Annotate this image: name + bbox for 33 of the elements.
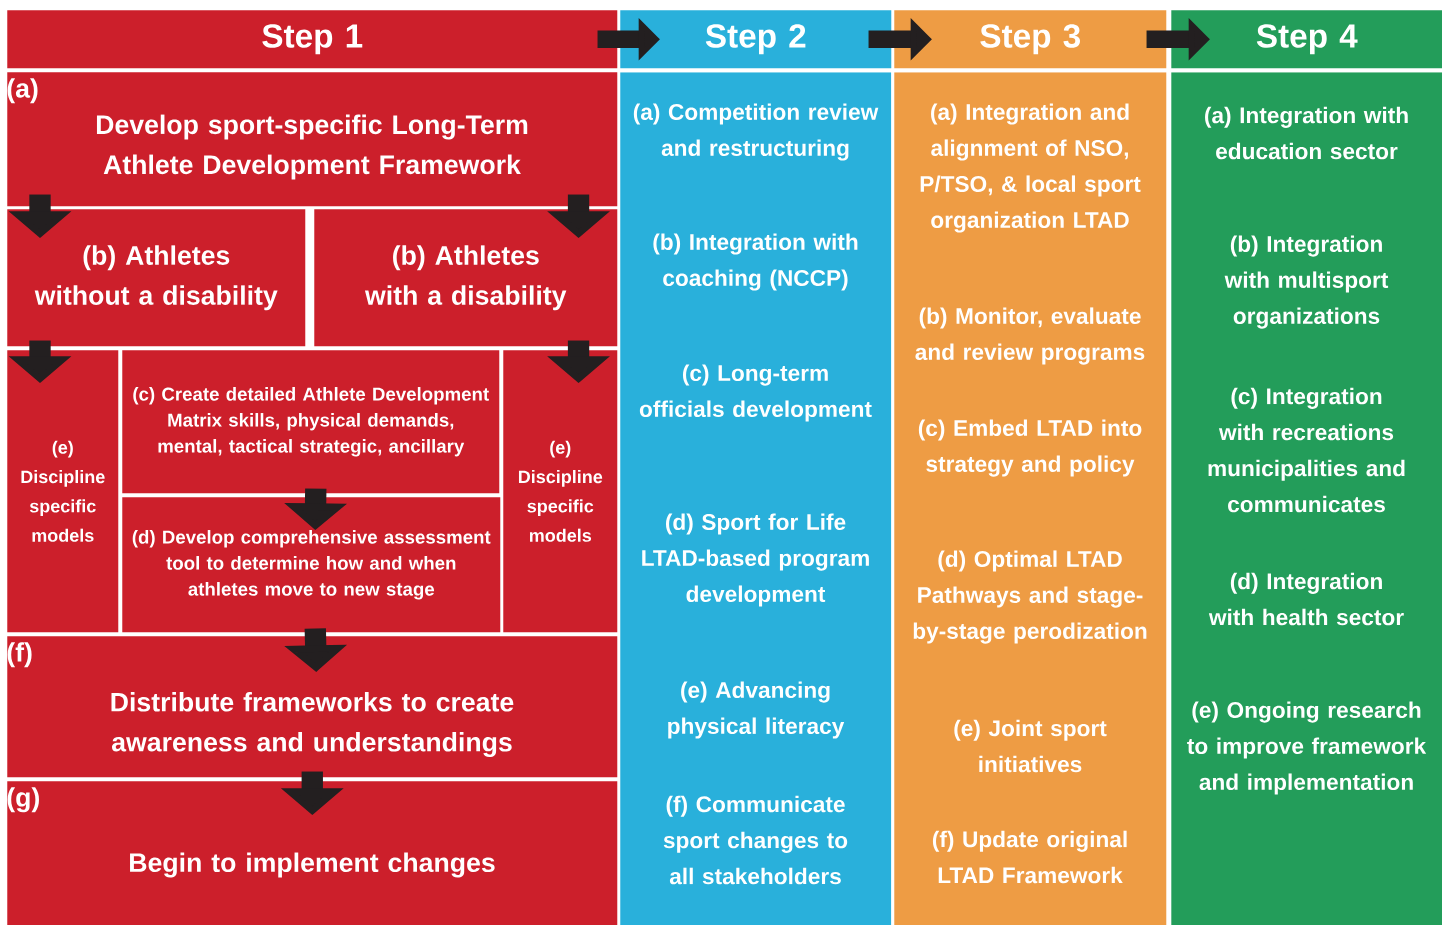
step-item: (c) Integration with recreations municipalities and communicates (1208, 387, 1405, 513)
process-box: (e) Discipline specific models (503, 350, 618, 633)
step-item: (e) Joint sport initiatives (954, 719, 1107, 773)
step-header: Step 4 (1171, 10, 1442, 69)
step-panel (620, 72, 892, 925)
step-item: (b) Monitor, evaluate and review programs (915, 307, 1145, 365)
step-item: (e) Advancing physical literacy (668, 681, 845, 739)
step-panel (1171, 72, 1442, 925)
step-item: (d) Optimal LTAD Pathways and stage-by-stage perodization (913, 550, 1147, 644)
step-header: Step 1 (7, 10, 618, 69)
process-box: (a) Develop sport-specific Long-Term Athlete Development Framework (7, 72, 618, 207)
step-item: (d) Integration with health sector (1208, 572, 1404, 626)
step-item: (a) Competition review and restructuring (633, 103, 879, 161)
process-box: (f) Distribute frameworks to create awareness and understandings (7, 636, 618, 778)
step-item: (b) Integration with multisport organizations (1224, 235, 1389, 329)
step-header: Step 3 (894, 10, 1167, 69)
process-box: (g) Begin to implement changes (7, 781, 618, 925)
step-panel (894, 72, 1167, 925)
step-item: (a) Integration with education sector (1205, 106, 1408, 160)
step-item: (c) Embed LTAD into strategy and policy (918, 419, 1142, 477)
step-item: (f) Update original LTAD Framework (932, 830, 1127, 884)
step-item: (d) Sport for Life LTAD-based program development (642, 513, 869, 607)
process-box: (c) Create detailed Athlete Development Matrix skills, physical demands, mental, tactical strategic, ancillary (122, 350, 500, 494)
process-box: (d) Develop comprehensive assessment tool to determine how and when athletes move to new stage (122, 497, 501, 633)
step-item: (c) Long-term officials development (639, 364, 872, 422)
step-item: (e) Ongoing research to improve framework and implementation (1187, 701, 1427, 795)
process-box: (b) Athletes without a disability (7, 209, 306, 347)
process-box: (e) Discipline specific models (7, 350, 119, 633)
step-header: Step 2 (620, 10, 892, 69)
process-box: (b) Athletes with a disability (314, 209, 618, 347)
step-item: (f) Communicate sport changes to all stakeholders (663, 795, 848, 885)
step-item: (b) Integration with coaching (NCCP) (653, 233, 858, 291)
step-item: (a) Integration and alignment of NSO, P/TSO, & local sport organization LTAD (920, 103, 1141, 233)
